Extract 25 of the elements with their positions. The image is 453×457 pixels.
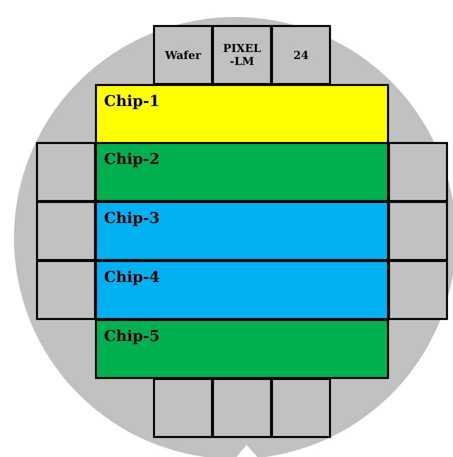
chip-label: Chip-5 (104, 327, 160, 345)
die-cell (36, 260, 96, 320)
chip-label: Chip-3 (104, 209, 160, 227)
chip-region (95, 260, 389, 320)
cell-label: 24 (293, 48, 309, 62)
chip-region (95, 201, 389, 261)
die-cell (388, 142, 448, 202)
die-cell (36, 142, 96, 202)
die-cell (212, 25, 272, 85)
die-cell (36, 201, 96, 261)
die-cell (212, 378, 272, 438)
cell-label: PIXEL -LM (222, 42, 262, 68)
die-cell (388, 260, 448, 320)
chip-region (95, 319, 389, 379)
chip-region (95, 142, 389, 202)
die-cell (271, 378, 331, 438)
die-cell (153, 378, 213, 438)
chip-label: Chip-2 (104, 150, 160, 168)
die-cell (153, 25, 213, 85)
chip-region (95, 84, 389, 144)
chip-label: Chip-1 (104, 92, 160, 110)
die-cell (388, 201, 448, 261)
die-cell (271, 25, 331, 85)
cell-label: Wafer (164, 48, 202, 62)
chip-label: Chip-4 (104, 268, 160, 286)
